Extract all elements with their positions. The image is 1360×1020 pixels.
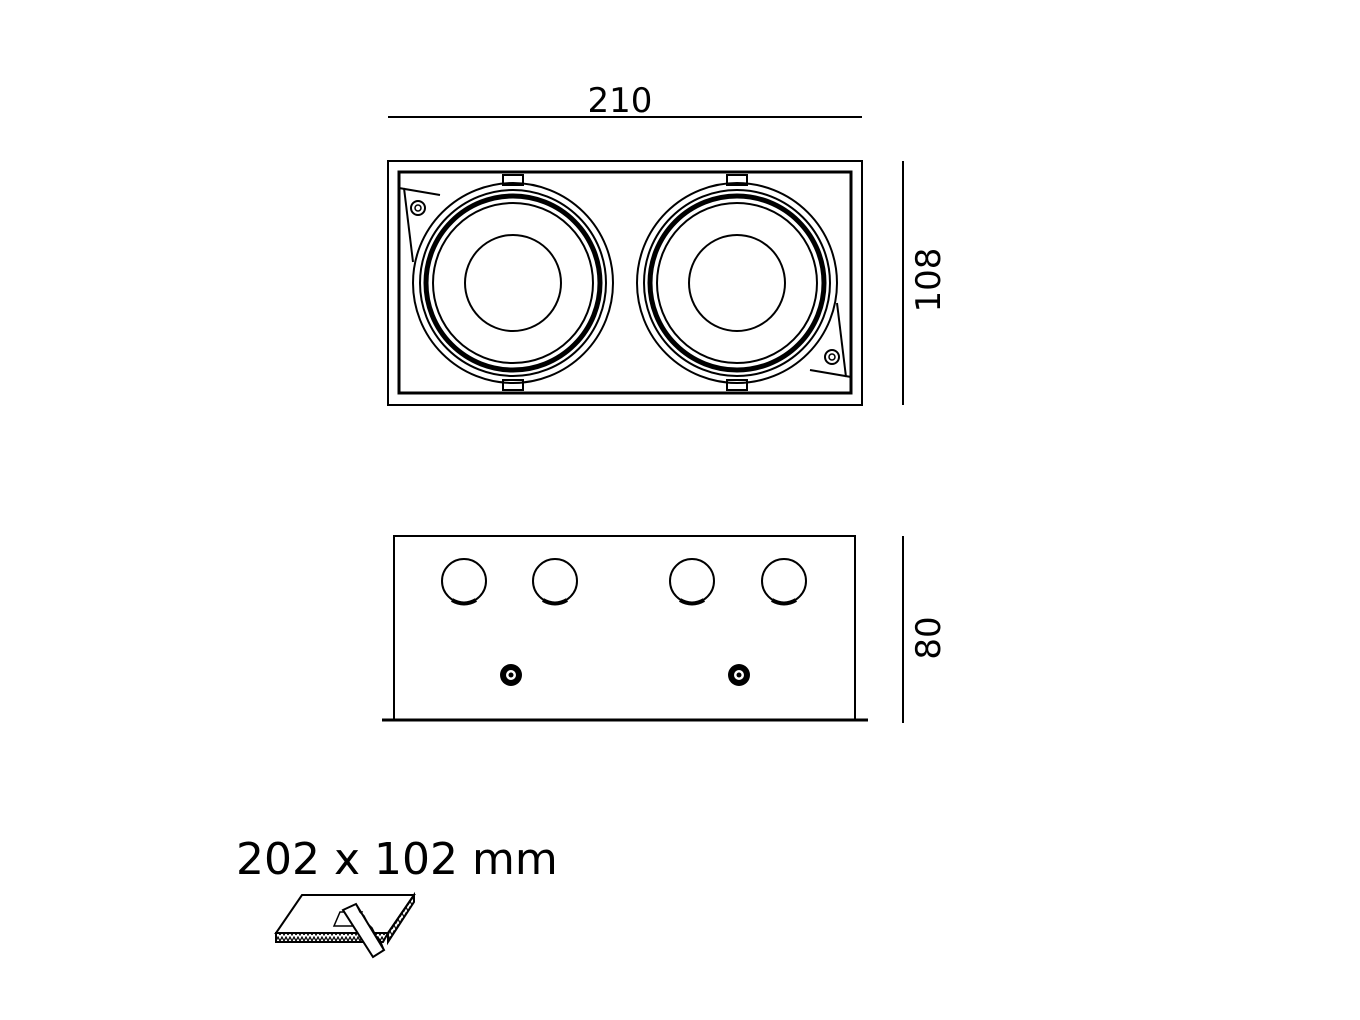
side-view-screw [728, 664, 750, 686]
left-lamp-ring [412, 174, 614, 391]
right-lamp-lens [688, 234, 786, 332]
width-dimension-label: 210 [588, 81, 653, 121]
front-view [387, 160, 863, 406]
side-view-hole [441, 558, 487, 606]
side-view-body [393, 535, 856, 720]
cutout-dimension-label: 202 x 102 mm [236, 834, 558, 885]
front-view-inner-frame [397, 170, 853, 395]
depth-dimension: 80 [902, 536, 949, 723]
right-lamp-ring [636, 174, 838, 391]
depth-dimension-label: 80 [909, 616, 949, 659]
right-corner-bracket [809, 302, 852, 393]
front-view-outer-frame [387, 160, 863, 406]
side-view-hole [669, 558, 715, 606]
height-dimension-label: 108 [909, 248, 949, 313]
side-view-screw [500, 664, 522, 686]
width-dimension: 210 [388, 81, 862, 121]
ceiling-cutout-saw-icon [274, 891, 416, 959]
height-dimension: 108 [902, 161, 949, 405]
side-view-hole [532, 558, 578, 606]
side-view-hole [761, 558, 807, 606]
left-corner-bracket [398, 172, 441, 263]
left-lamp-lens [464, 234, 562, 332]
side-view [382, 535, 868, 722]
